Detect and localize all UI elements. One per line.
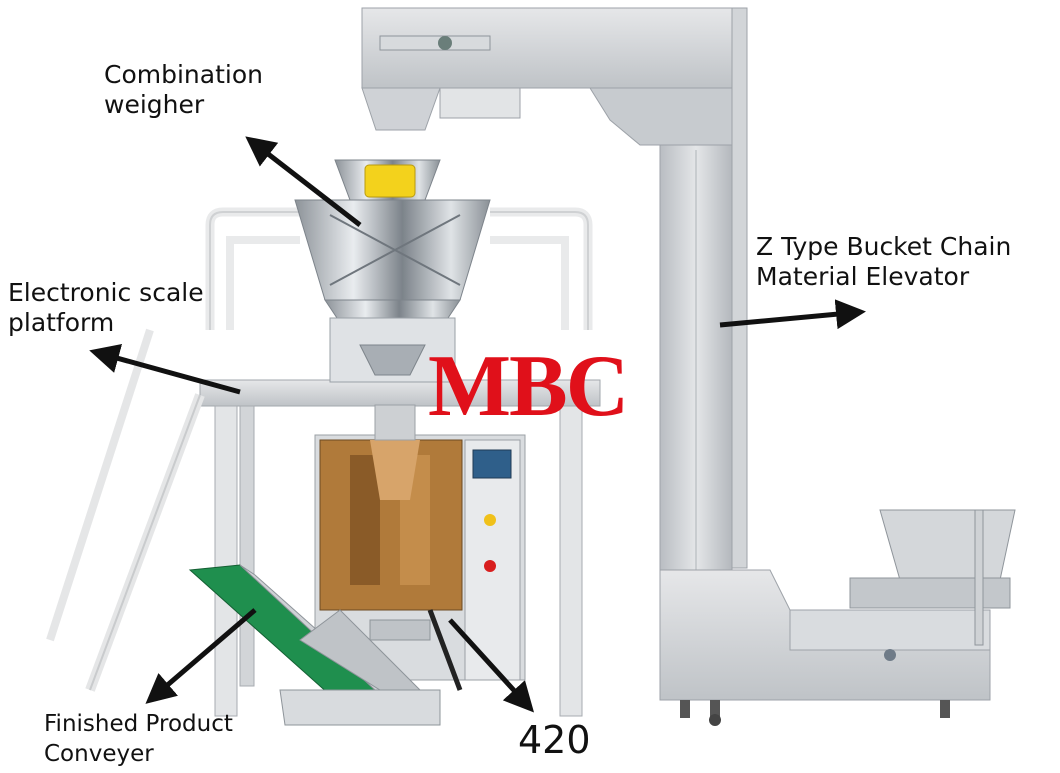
- label-finished-product-conveyer: Finished Product Conveyer: [44, 711, 233, 767]
- bucket-elevator: [361, 7, 1016, 726]
- label-packer-model: 420: [518, 718, 591, 762]
- output-conveyer: [188, 564, 441, 726]
- label-bucket-elevator: Z Type Bucket Chain Material Elevator: [756, 232, 1012, 291]
- watermark-logo: MBC: [428, 338, 629, 435]
- label-combination-weigher: Combination weigher: [104, 60, 263, 119]
- label-electronic-scale-platform: Electronic scale platform: [8, 278, 204, 337]
